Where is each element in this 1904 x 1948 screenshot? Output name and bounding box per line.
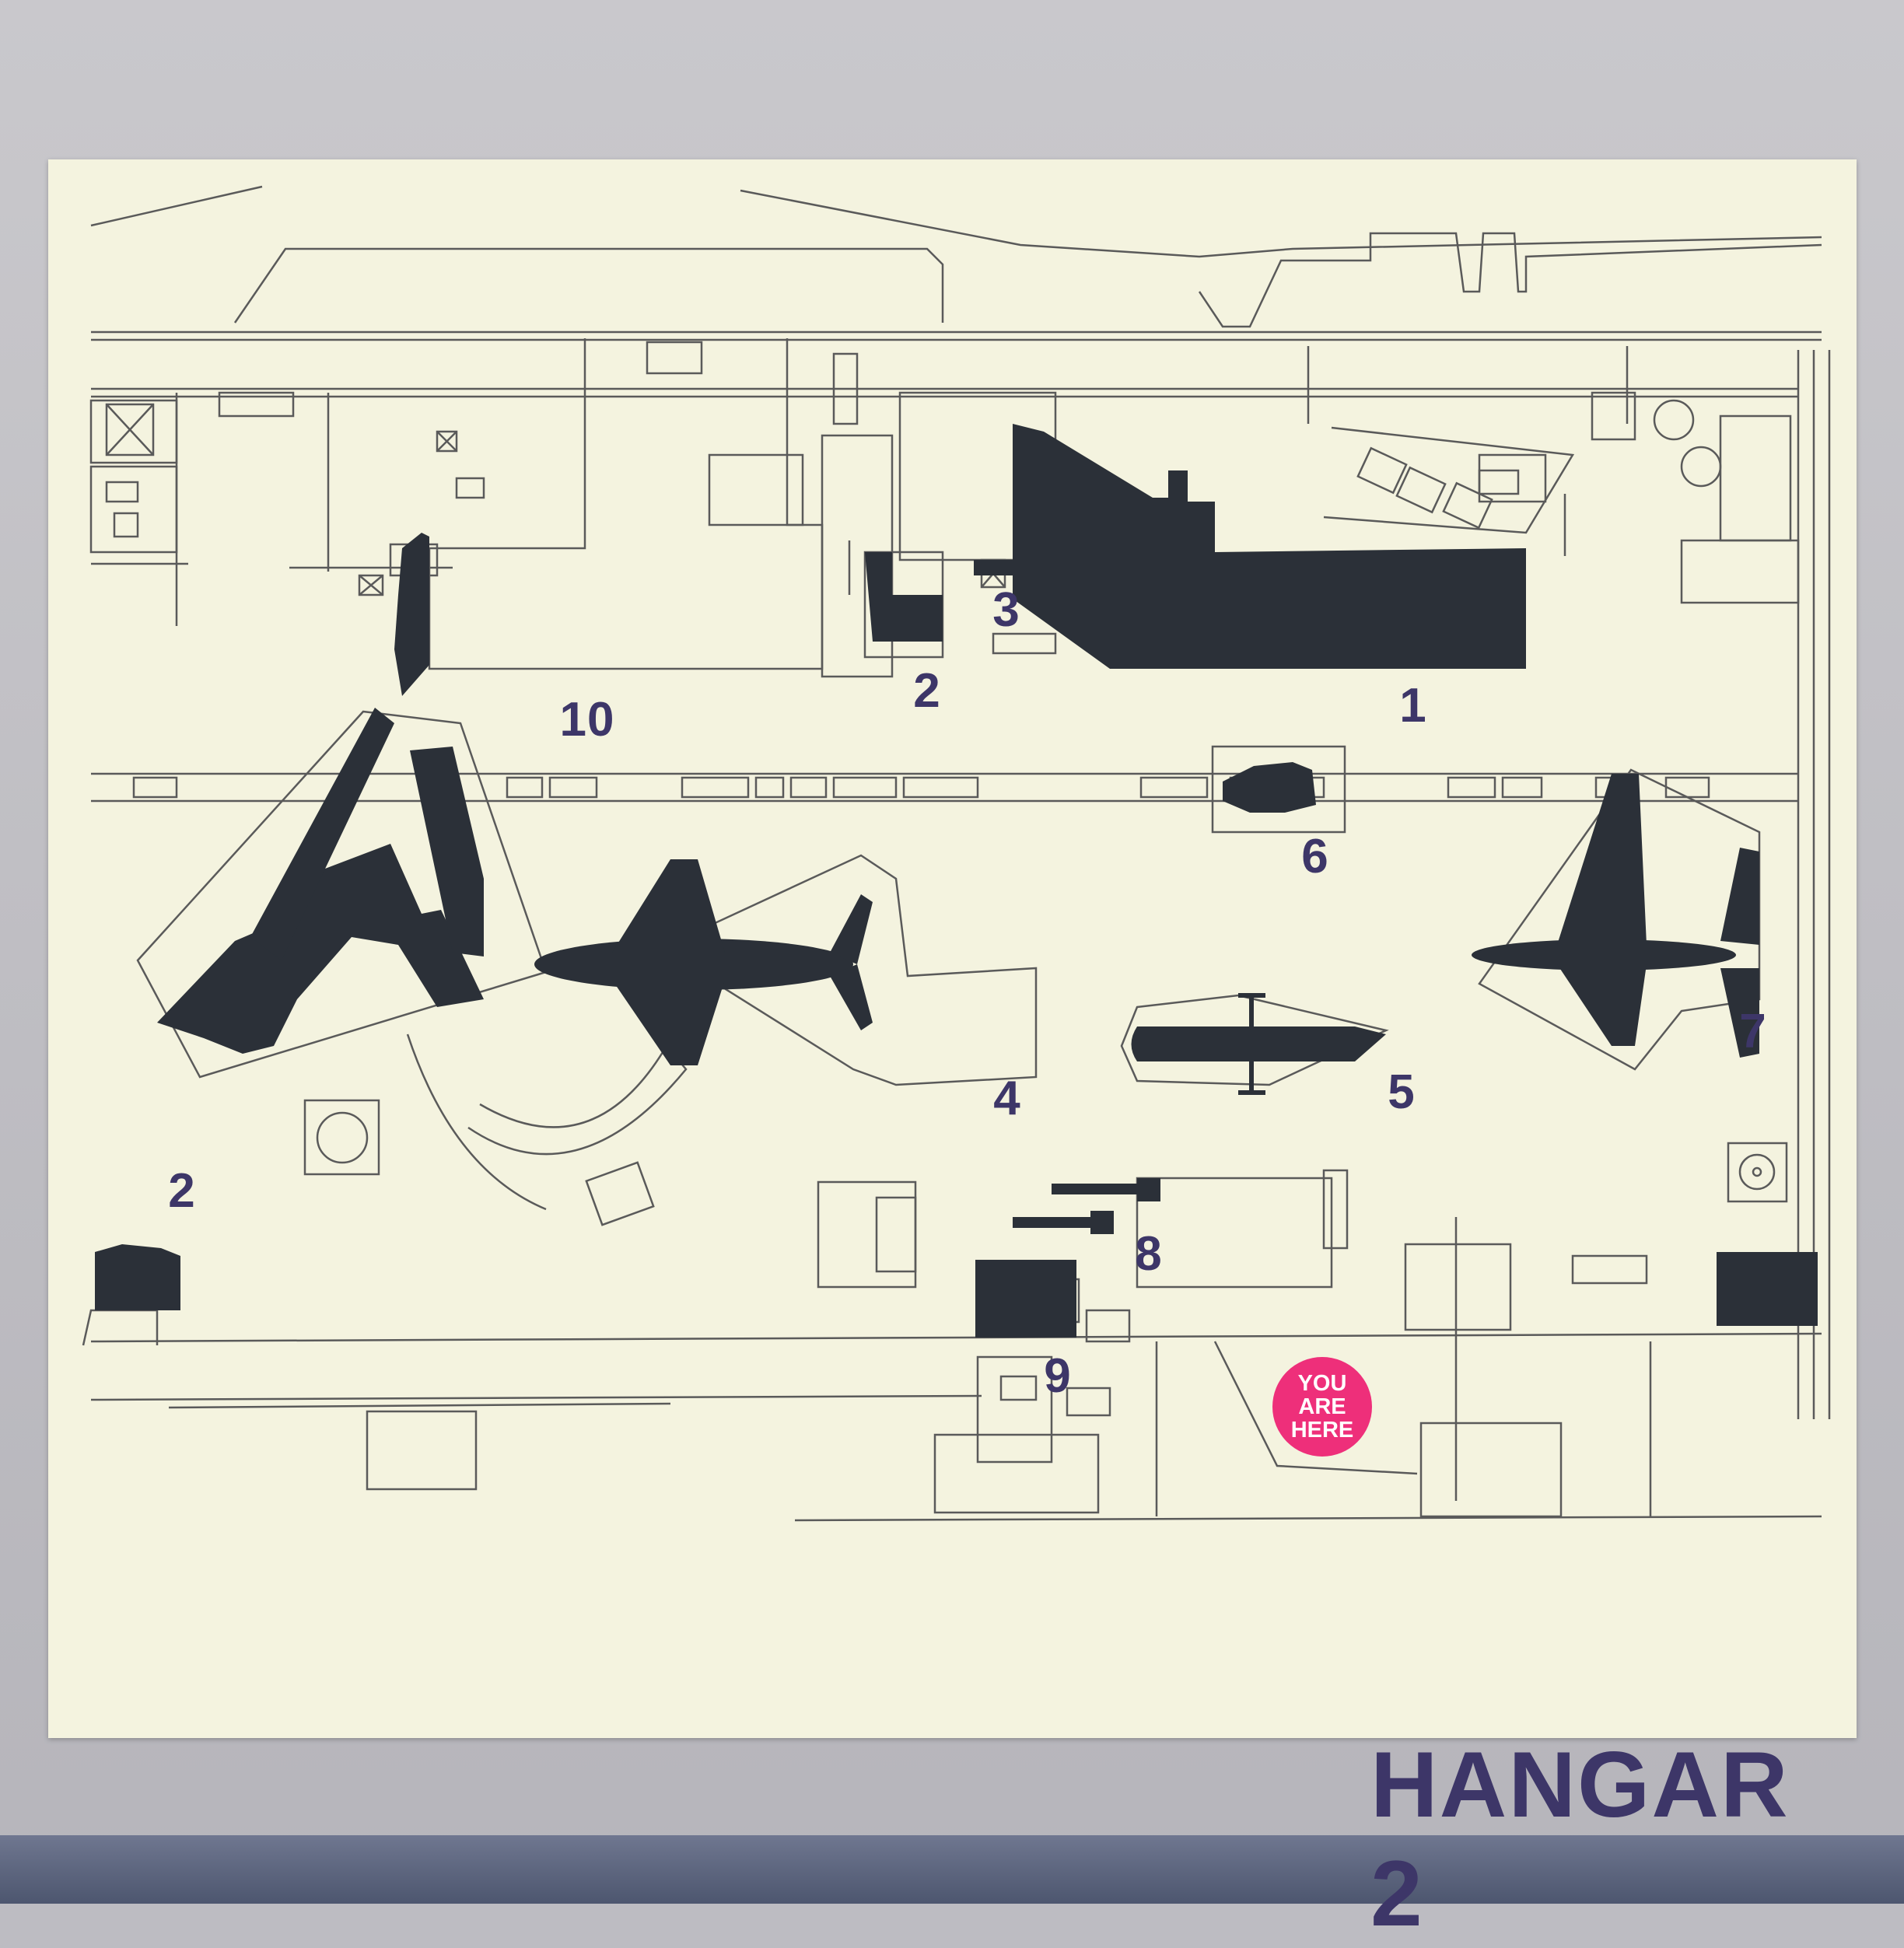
hangar-wall [90,1332,1822,1343]
exhibit-7-silhouette [1472,774,1759,1058]
deck-edge-line [740,189,1822,258]
stairs [455,477,485,499]
room [1680,539,1800,604]
exhibit-number-2: 2 [913,664,941,718]
exhibit-number-3: 3 [992,583,1020,637]
fixture [585,1161,655,1226]
floor-plan [82,185,1831,1522]
stairs [832,352,859,425]
stairs [105,481,139,503]
crate [436,431,457,452]
table [1356,446,1408,495]
room [1719,414,1792,542]
display-case [316,1111,369,1164]
exhibit-5-silhouette [1131,993,1386,1095]
exhibit-number-10: 10 [559,693,615,747]
you-are-here-marker: YOU ARE HERE [1272,1357,1372,1457]
map-title: HANGAR 2 [1370,1733,1790,1946]
exhibit-base [1211,745,1346,834]
structure-base [82,1309,159,1346]
elevator-box [105,403,155,456]
exhibit-number-7: 7 [1739,1005,1767,1058]
stairs [1085,1309,1131,1343]
exhibit-number-6: 6 [1301,830,1329,883]
walkway [1213,1341,1418,1475]
walkway-arc [406,1033,547,1211]
room [933,1433,1100,1514]
you-are-here-line3: HERE [1290,1418,1354,1443]
exhibit-base [136,710,548,1079]
room [366,1410,478,1491]
dark-block [1717,1252,1818,1326]
display-case [1738,1153,1776,1191]
elevator-box [1591,391,1636,441]
exhibit-3-silhouette [974,560,1028,575]
crate [359,575,383,596]
stairs [1322,1169,1349,1250]
exhibit-8-silhouette [1013,1178,1160,1234]
room [89,465,178,554]
exhibit-number-4: 4 [993,1072,1021,1125]
exhibit-number-9: 9 [1044,1349,1072,1403]
exhibit-1-silhouette [1013,424,1526,669]
you-are-here-line2: ARE [1298,1394,1346,1419]
exhibit-number-8: 8 [1135,1227,1163,1281]
fixture [113,512,139,538]
stairs [1066,1387,1111,1417]
bench [992,632,1057,655]
island-outline [233,247,944,324]
exhibit-number-5: 5 [1388,1065,1416,1119]
stairs [646,341,703,375]
table [1395,466,1447,514]
room [1404,1243,1512,1331]
exhibit-6-silhouette [1223,762,1316,813]
island-outline [1198,232,1822,328]
room [218,391,295,418]
exhibit-4-silhouette [534,859,873,1065]
fixture [1680,446,1722,488]
exhibit-9-silhouette [975,1260,1076,1338]
room [89,399,178,464]
crate [436,430,458,453]
crate [358,574,384,596]
stairs [1478,469,1520,495]
hangar-map-sign: 1 2 3 4 5 6 7 8 9 10 2 YOU ARE HERE HANG… [48,159,1857,1946]
exhibit-base [1478,768,1761,1071]
exhibit-2-silhouette [865,552,943,642]
hangar-wall [794,1515,1822,1522]
room [1419,1422,1563,1518]
exhibit-2b-silhouette [95,1244,180,1310]
exhibit-10-silhouette [394,533,429,696]
display-case [1752,1166,1762,1177]
exhibit-number-1: 1 [1399,679,1427,733]
hangar-wall [90,1394,982,1401]
room [708,453,804,526]
table [1442,481,1493,530]
stairs [999,1375,1038,1401]
deck-edge-line [90,185,263,227]
exhibit-11-silhouette [157,708,484,1054]
room [1136,1177,1333,1289]
walkway-arc [467,1044,688,1156]
elevator-box [106,404,154,456]
room [976,1355,1053,1464]
you-are-here-line1: YOU [1297,1371,1347,1396]
track-segments [132,776,1710,799]
floor [0,1835,1904,1904]
hangar-wall [168,1402,671,1409]
display-case [1727,1142,1788,1203]
exhibit-number-2-lower: 2 [168,1164,196,1218]
stairs [875,1196,917,1273]
room [1323,426,1575,534]
display-case [303,1099,380,1176]
fixture [1653,399,1695,441]
bench [1571,1254,1648,1285]
